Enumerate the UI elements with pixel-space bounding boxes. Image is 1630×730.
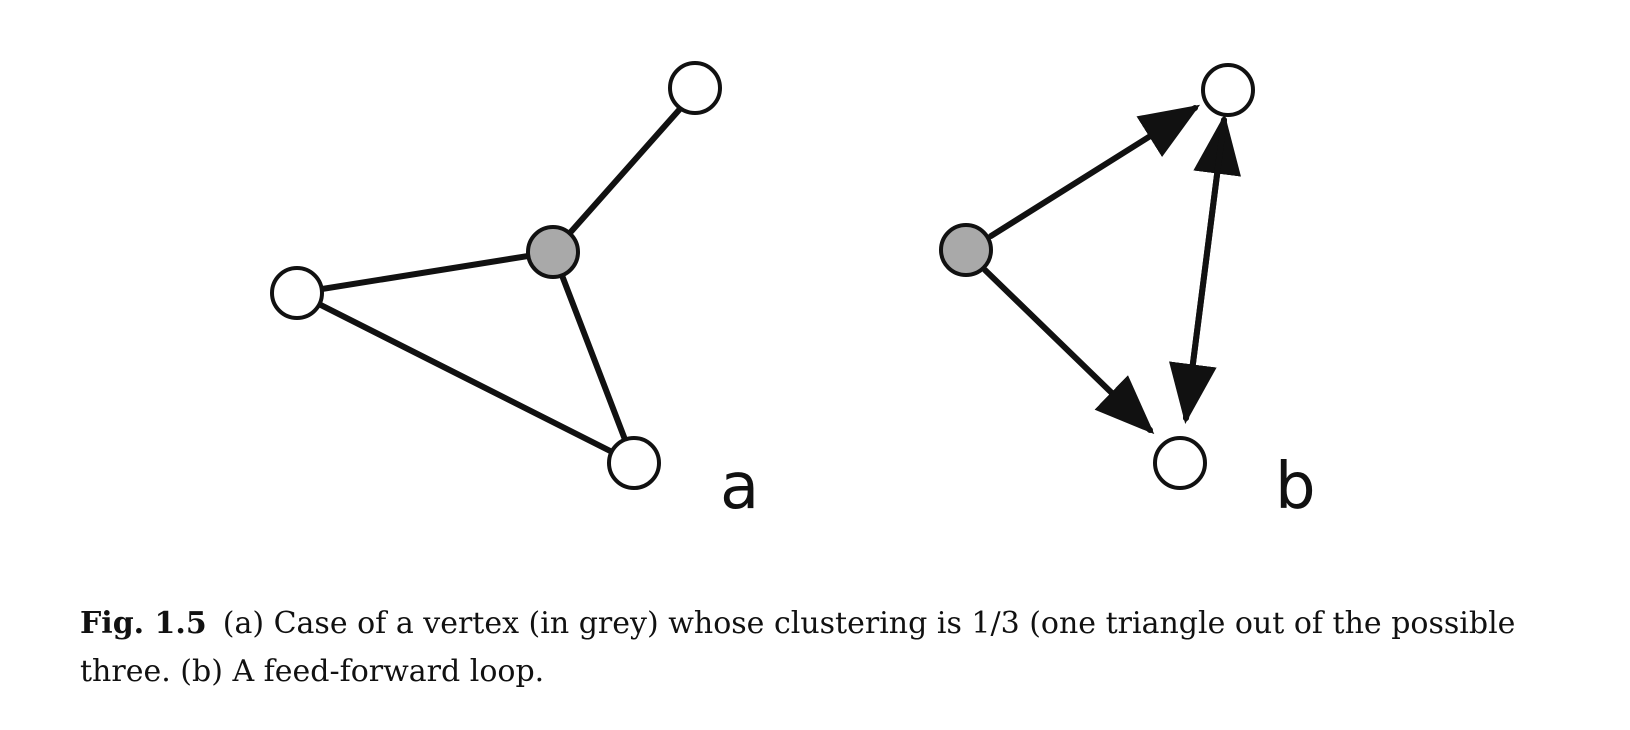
- node-b-bottom: [1153, 436, 1207, 490]
- caption-text: (a) Case of a vertex (in grey) whose clu…: [80, 606, 1516, 689]
- panel-a-graph: a: [270, 61, 759, 524]
- edge-left-to-bottom: [294, 290, 637, 466]
- node-a-center-grey: [526, 225, 580, 279]
- arrow-top-to-bottom: [1169, 117, 1227, 424]
- figure-number: Fig. 1.5: [80, 606, 207, 641]
- arrow-center-to-bottom: [982, 267, 1155, 435]
- node-a-bottom: [607, 436, 661, 490]
- node-a-left: [270, 266, 324, 320]
- node-a-top: [668, 61, 722, 115]
- edge-center-to-top: [550, 89, 698, 255]
- figure-caption: Fig. 1.5(a) Case of a vertex (in grey) w…: [80, 600, 1610, 696]
- panel-b-graph: b: [939, 63, 1316, 524]
- node-b-center-grey: [939, 223, 993, 277]
- edge-center-to-left: [294, 249, 556, 296]
- panel-a-label: a: [720, 450, 759, 524]
- panel-b-label: b: [1275, 450, 1316, 524]
- arrow-center-to-top: [988, 104, 1201, 239]
- edge-center-to-bottom: [550, 249, 637, 466]
- node-b-top: [1201, 63, 1255, 117]
